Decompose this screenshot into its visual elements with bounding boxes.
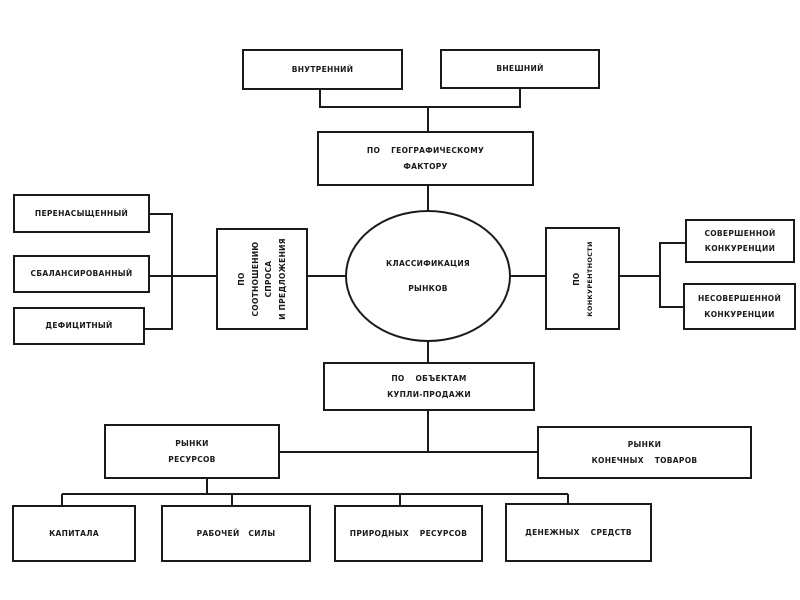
node-by-geography: ПО ГЕОГРАФИЧЕСКОМУ ФАКТОРУ bbox=[317, 131, 534, 186]
node-label: ВНЕШНИЙ bbox=[496, 64, 544, 74]
connector-perfect-imperfect bbox=[659, 242, 685, 308]
node-center-classification: КЛАССИФИКАЦИЯ РЫНКОВ bbox=[345, 210, 511, 342]
node-label: ПЕРЕНАСЫЩЕННЫЙ bbox=[34, 208, 129, 218]
node-label-line-2: ФАКТОРУ bbox=[403, 161, 448, 171]
node-internal: ВНУТРЕННИЙ bbox=[242, 49, 403, 90]
node-label: ПРИРОДНЫХ РЕСУРСОВ bbox=[349, 528, 468, 538]
node-label-line-1: РЫНКИ bbox=[627, 440, 662, 449]
node-deficit: ДЕФИЦИТНЫЙ bbox=[13, 307, 145, 345]
node-label-line-1: ПО bbox=[571, 271, 581, 286]
node-label: ДЕНЕЖНЫХ СРЕДСТВ bbox=[525, 527, 632, 537]
node-label-line-2: РЕСУРСОВ bbox=[168, 454, 216, 464]
node-perfect-competition: СОВЕРШЕННОЙ КОНКУРЕНЦИИ bbox=[685, 219, 795, 263]
node-label-line-1: ПО ГЕОГРАФИЧЕСКОМУ bbox=[366, 146, 485, 155]
node-by-competition: ПО КОНКУРЕНТНОСТИ bbox=[545, 227, 620, 330]
node-label: ВНУТРЕННИЙ bbox=[291, 64, 354, 74]
node-label: ДЕФИЦИТНЫЙ bbox=[45, 321, 113, 331]
connector-internal bbox=[319, 89, 428, 108]
node-label-line-1: ПО ОБЪЕКТАМ bbox=[391, 374, 467, 383]
node-label-line-2: КОНЕЧНЫХ ТОВАРОВ bbox=[591, 455, 698, 465]
connector-oversaturated bbox=[145, 213, 173, 330]
node-label-line-1: РЫНКИ bbox=[175, 439, 209, 448]
node-by-objects: ПО ОБЪЕКТАМ КУПЛИ-ПРОДАЖИ bbox=[323, 362, 535, 411]
node-external: ВНЕШНИЙ bbox=[440, 49, 600, 89]
node-label-line-1: КЛАССИФИКАЦИЯ bbox=[385, 259, 470, 268]
connector-external bbox=[428, 88, 521, 108]
node-label-line-2: КОНКУРЕНТНОСТИ bbox=[585, 240, 593, 317]
node-label: КАПИТАЛА bbox=[49, 528, 99, 538]
node-capital: КАПИТАЛА bbox=[12, 505, 136, 562]
node-balanced: СБАЛАНСИРОВАННЫЙ bbox=[13, 255, 150, 293]
node-labor: РАБОЧЕЙ СИЛЫ bbox=[161, 505, 311, 562]
node-label-line-1: СОВЕРШЕННОЙ bbox=[704, 228, 776, 238]
node-label-line-2: СООТНОШЕНИЮ bbox=[250, 241, 260, 317]
node-label-line-2: РЫНКОВ bbox=[408, 284, 448, 293]
node-oversaturated: ПЕРЕНАСЫЩЕННЫЙ bbox=[13, 194, 150, 233]
node-final-goods-markets: РЫНКИ КОНЕЧНЫХ ТОВАРОВ bbox=[537, 426, 752, 479]
node-money: ДЕНЕЖНЫХ СРЕДСТВ bbox=[505, 503, 652, 562]
node-label: СБАЛАНСИРОВАННЫЙ bbox=[30, 269, 133, 279]
node-resource-markets: РЫНКИ РЕСУРСОВ bbox=[104, 424, 280, 479]
node-label-line-4: И ПРЕДЛОЖЕНИЯ bbox=[277, 238, 287, 320]
node-label-line-1: НЕСОВЕРШЕННОЙ bbox=[697, 294, 782, 303]
node-label-line-1: ПО bbox=[237, 272, 246, 286]
node-label-line-3: СПРОСА bbox=[264, 260, 273, 298]
node-label-line-2: КОНКУРЕНЦИИ bbox=[704, 309, 775, 319]
node-natural-resources: ПРИРОДНЫХ РЕСУРСОВ bbox=[334, 505, 483, 562]
node-label-line-2: КУПЛИ-ПРОДАЖИ bbox=[387, 389, 471, 399]
node-label-line-2: КОНКУРЕНЦИИ bbox=[704, 244, 776, 253]
node-label: РАБОЧЕЙ СИЛЫ bbox=[196, 528, 276, 538]
node-by-supply-demand: ПО СООТНОШЕНИЮ СПРОСА И ПРЕДЛОЖЕНИЯ bbox=[216, 228, 308, 330]
node-imperfect-competition: НЕСОВЕРШЕННОЙ КОНКУРЕНЦИИ bbox=[683, 283, 796, 330]
